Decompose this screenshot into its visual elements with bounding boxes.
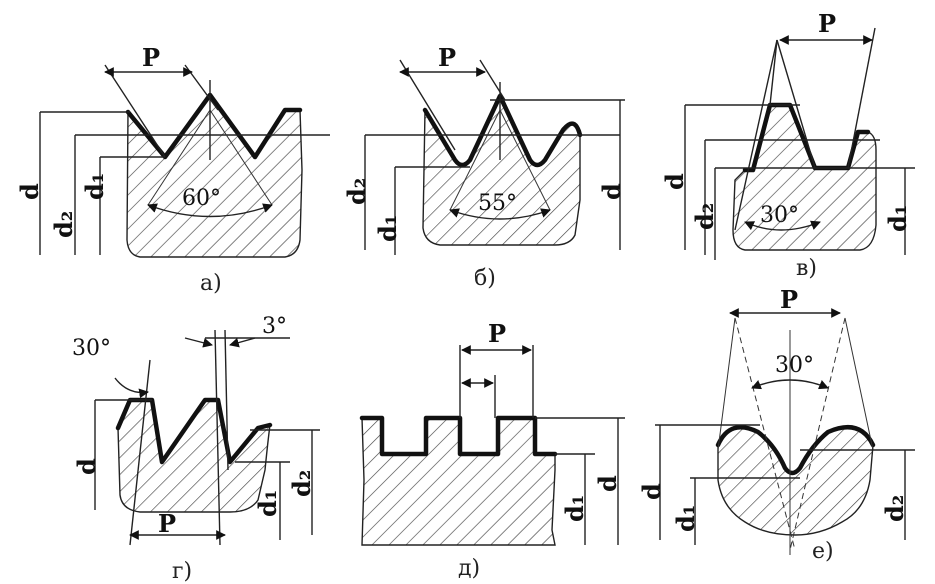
panel-a-angle: 60° [182, 186, 221, 211]
panel-a-body [126, 93, 303, 258]
panel-d-pitch: P [488, 319, 506, 348]
panel-d-profile [359, 415, 558, 457]
panel-b-profile [422, 93, 583, 168]
panel-v-caption: в) [796, 256, 817, 281]
panel-a-d1: d₁ [80, 173, 109, 200]
panel-e-d2: d₂ [880, 495, 909, 522]
panel-b-d2: d₂ [342, 178, 371, 205]
panel-a-pitch: P [142, 43, 160, 72]
panel-d-caption: д) [458, 556, 480, 581]
panel-e-profile [715, 425, 876, 476]
panel-v-d: d [660, 173, 689, 190]
panel-a-d: d [15, 183, 44, 200]
panel-b-caption: б) [474, 266, 496, 291]
panel-g-d1: d₁ [253, 490, 282, 517]
panel-v-d1: d₁ [883, 205, 912, 232]
panel-e-body [717, 426, 874, 536]
panel-e-pitch: P [780, 285, 798, 314]
panel-b-whitworth-thread: P 55° d₂ d₁ d б) [342, 43, 626, 291]
panel-v-body [732, 104, 877, 251]
panel-v-angle: 30° [760, 203, 799, 228]
panel-v-pitch: P [818, 9, 836, 38]
panel-e-round-thread: P 30° d d₁ d₂ е) [637, 285, 915, 564]
panel-b-pitch: P [438, 43, 456, 72]
panel-g-pitch: P [158, 509, 176, 538]
panel-a-metric-thread: P 60° d d₂ d₁ а) [15, 43, 330, 296]
panel-v-trapezoidal-thread: P 30° d d₂ d₁ в) [660, 9, 915, 281]
panel-a-caption: а) [200, 271, 222, 296]
panel-g-d: d [72, 458, 101, 475]
panel-g-angle-left: 30° [72, 336, 111, 361]
panel-v-profile [742, 102, 871, 173]
panel-d-rectangular-thread: P d d₁ д) [359, 319, 625, 581]
panel-g-caption: г) [172, 559, 192, 584]
panel-g-d2: d₂ [287, 470, 316, 497]
panel-e-d1: d₁ [671, 505, 700, 532]
panel-a-d2: d₂ [49, 211, 78, 238]
panel-e-angle: 30° [775, 353, 814, 378]
panel-d-d: d [593, 475, 622, 492]
panel-b-d: d [597, 183, 626, 200]
panel-e-caption: е) [812, 539, 834, 564]
panel-b-angle: 55° [478, 191, 517, 216]
panel-a-profile [125, 92, 303, 160]
panel-e-d: d [637, 483, 666, 500]
panel-v-d2: d₂ [690, 203, 719, 230]
panel-b-body [422, 94, 581, 246]
panel-g-buttress-thread: 30° 3° P d d₂ d₁ г) [72, 314, 320, 584]
panel-g-angle-right: 3° [262, 314, 287, 339]
panel-b-d1: d₁ [373, 215, 402, 242]
panel-d-d1: d₁ [560, 495, 589, 522]
